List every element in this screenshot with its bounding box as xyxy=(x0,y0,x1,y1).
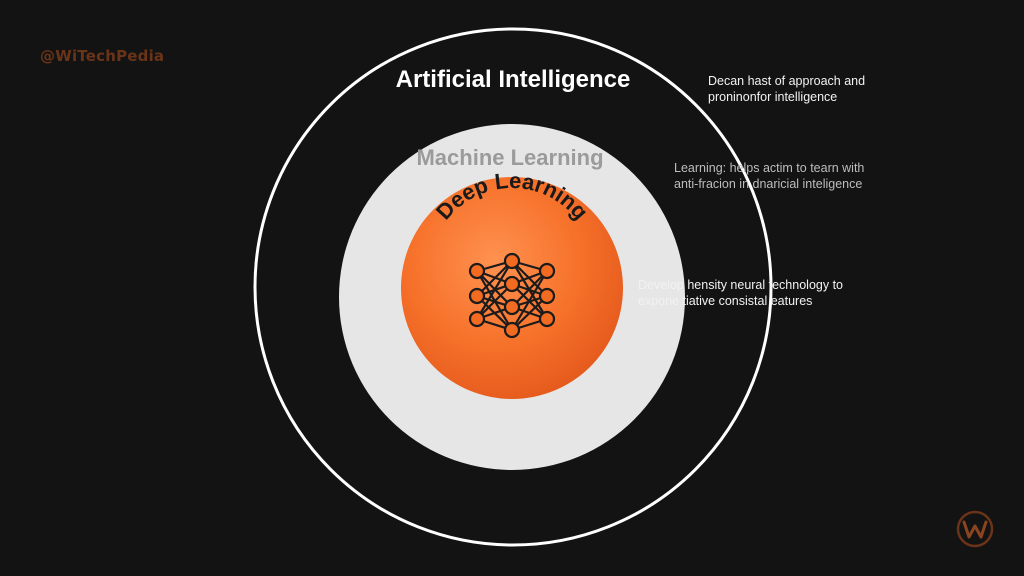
ai-description: Decan hast of approach and proninonfor i… xyxy=(708,73,865,105)
watermark-text: @WiTechPedia xyxy=(40,47,165,65)
ml-description-line: anti-fracion in dnaricial inteligence xyxy=(674,177,863,191)
dl-description: Develop hensity neural technology to exp… xyxy=(638,277,843,309)
ml-description-line: Learning: helps actim to tearn with xyxy=(674,161,865,175)
ai-title: Artificial Intelligence xyxy=(395,66,631,93)
ml-title: Machine Learning xyxy=(416,145,604,170)
ai-ring xyxy=(253,27,773,547)
neural-network-icon xyxy=(468,252,556,339)
ai-description-line: proninonfor intelligence xyxy=(708,90,838,104)
ai-description-line: Decan hast of approach and xyxy=(708,74,866,88)
dl-description-line: expone tiative consistal eatures xyxy=(638,294,813,308)
ml-description: Learning: helps actim to tearn with anti… xyxy=(674,160,864,192)
witechpedia-logo-icon xyxy=(956,510,994,548)
dl-description-line: Develop hensity neural technology to xyxy=(638,278,843,292)
